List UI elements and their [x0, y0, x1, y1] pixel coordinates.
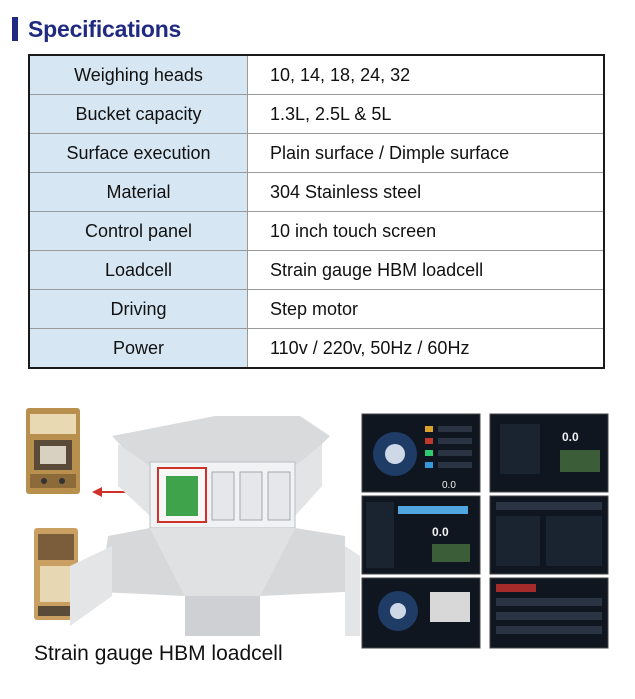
touch-screen-thumbnails: 0.0 0.0: [361, 413, 609, 649]
spec-value: Plain surface / Dimple surface: [247, 133, 605, 173]
loadcell-photo-bottom: [34, 528, 78, 620]
weigher-machine-render: [70, 416, 360, 636]
image-caption: Strain gauge HBM loadcell: [34, 642, 283, 665]
screen-readout: 0.0: [432, 525, 449, 539]
screen-readout: 0.0: [562, 430, 579, 444]
spec-label: Material: [28, 172, 248, 212]
section-title: Specifications: [28, 15, 182, 42]
spec-label: Bucket capacity: [28, 94, 248, 134]
spec-value: Step motor: [247, 289, 605, 329]
illustration-svg: 0.0 0.0 0.0: [26, 408, 609, 649]
heading-accent-bar: [12, 17, 18, 41]
spec-value: 10, 14, 18, 24, 32: [247, 54, 605, 95]
spec-label: Surface execution: [28, 133, 248, 173]
spec-value: 1.3L, 2.5L & 5L: [247, 94, 605, 134]
section-heading: Specifications: [12, 14, 181, 44]
spec-value: 10 inch touch screen: [247, 211, 605, 251]
spec-label: Loadcell: [28, 250, 248, 290]
spec-label: Power: [28, 328, 248, 369]
spec-value: 110v / 220v, 50Hz / 60Hz: [247, 328, 605, 369]
spec-label: Driving: [28, 289, 248, 329]
spec-label: Control panel: [28, 211, 248, 251]
spec-value: Strain gauge HBM loadcell: [247, 250, 605, 290]
product-illustrations: 0.0 0.0 0.0: [0, 396, 635, 656]
spec-label: Weighing heads: [28, 54, 248, 95]
loadcell-photo-top: [26, 408, 80, 494]
screen-readout: 0.0: [442, 480, 456, 491]
spec-value: 304 Stainless steel: [247, 172, 605, 212]
